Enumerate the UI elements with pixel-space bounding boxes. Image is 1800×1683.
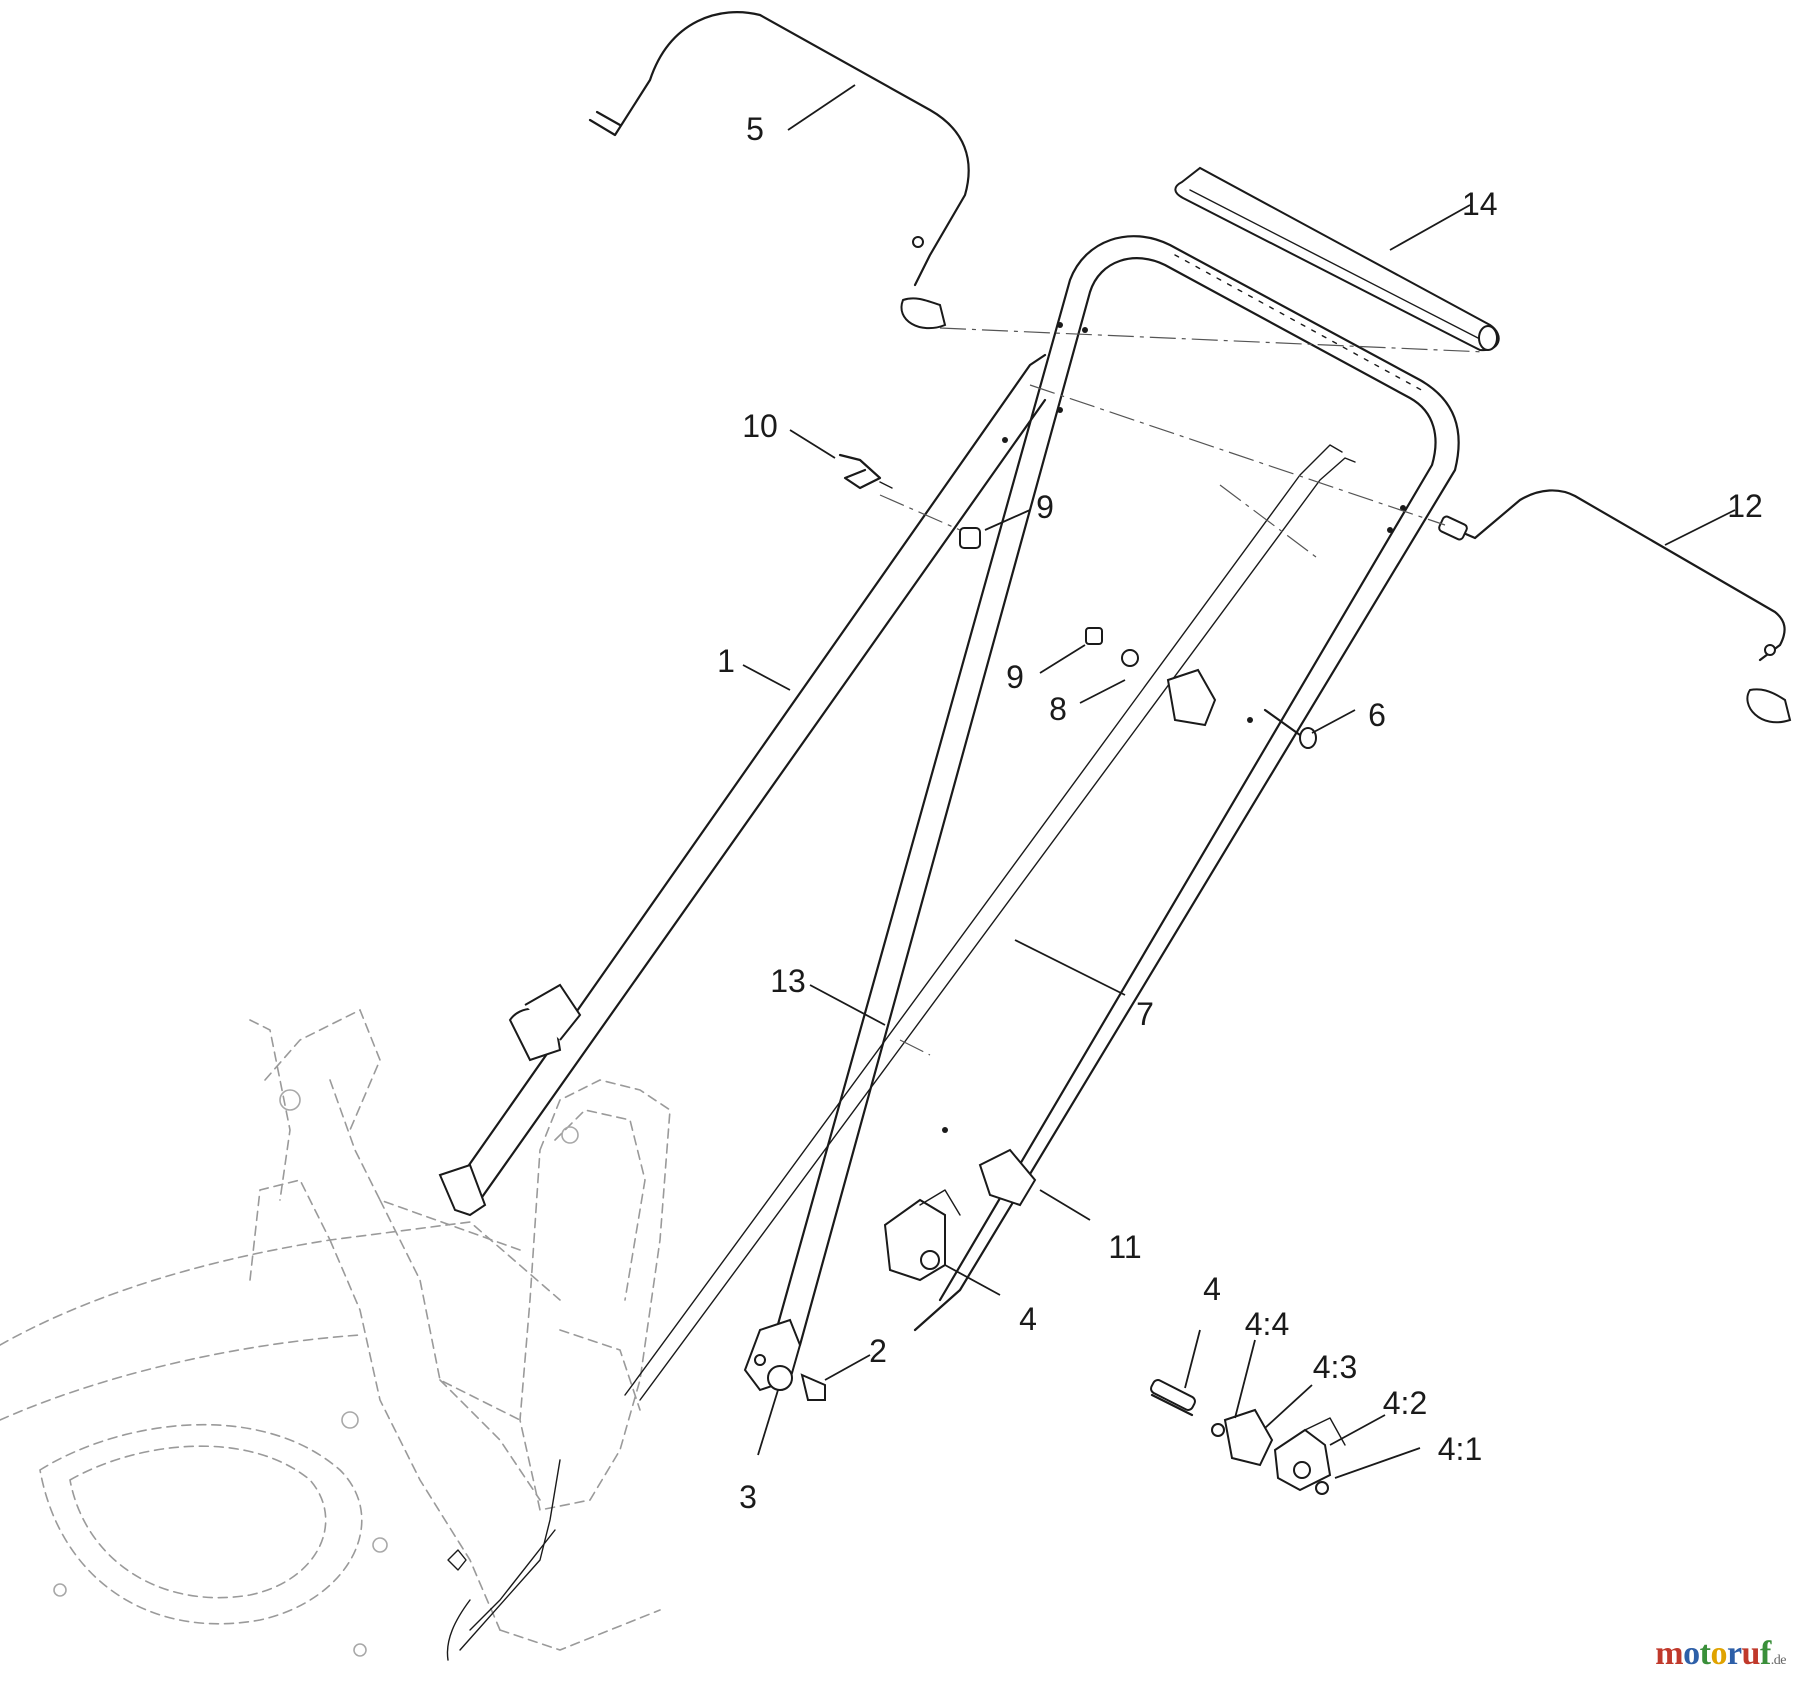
motoruf-watermark-logo: motoruf.de <box>1655 1635 1786 1673</box>
callout-3: 3 <box>739 1479 757 1515</box>
part-14-handle-grip <box>1174 166 1500 352</box>
part-1-lower-handle <box>438 322 1063 1217</box>
part-9-nut-upper <box>959 527 981 549</box>
part-cable-clip <box>1166 668 1217 727</box>
callout-4-1: 4:1 <box>1438 1431 1482 1467</box>
callout-14: 14 <box>1462 186 1498 222</box>
callout-9-lower: 9 <box>1006 659 1024 695</box>
watermark-letter: m <box>1655 1635 1684 1672</box>
part-11-clip <box>978 1148 1037 1207</box>
part-9-nut-lower <box>1085 627 1103 645</box>
part-8-washer <box>1121 649 1139 667</box>
watermark-letter: f <box>1759 1635 1771 1672</box>
callout-1: 1 <box>717 643 735 679</box>
callout-4-3: 4:3 <box>1313 1349 1357 1385</box>
callout-6: 6 <box>1368 697 1386 733</box>
handle-mount-bracket <box>446 1079 671 1661</box>
callout-4-2: 4:2 <box>1383 1385 1427 1421</box>
part-13-control-cable <box>469 444 1356 1631</box>
part-5-bail-left <box>588 11 970 330</box>
callout-labels: 5 14 10 9 12 1 9 8 6 13 7 11 4 2 3 4 4:4… <box>717 111 1763 1515</box>
part-12-bail-right <box>1438 489 1792 724</box>
part-7-upper-handle <box>743 235 1460 1392</box>
part-3-washer <box>767 1365 793 1391</box>
watermark-letter: t <box>1699 1635 1711 1672</box>
alignment-phantom-lines <box>879 327 1486 1056</box>
callout-4-exploded: 4 <box>1203 1271 1221 1307</box>
callout-2: 2 <box>869 1333 887 1369</box>
mower-deck-housing <box>0 1008 661 1657</box>
watermark-letter: u <box>1741 1635 1761 1672</box>
callout-5: 5 <box>746 111 764 147</box>
callout-9-upper: 9 <box>1036 489 1054 525</box>
watermark-letter: r <box>1726 1635 1742 1672</box>
callout-10: 10 <box>742 408 778 444</box>
watermark-letter: o <box>1683 1635 1700 1672</box>
callout-4-assembled: 4 <box>1019 1301 1037 1337</box>
callout-8: 8 <box>1049 691 1067 727</box>
part-2-bolt <box>800 1373 826 1401</box>
watermark-tld: .de <box>1770 1653 1787 1668</box>
callout-13: 13 <box>770 963 806 999</box>
callout-7: 7 <box>1136 996 1154 1032</box>
part-10-hairpin <box>838 453 893 490</box>
leader-lines <box>742 84 1736 1479</box>
callout-4-4: 4:4 <box>1245 1306 1289 1342</box>
part-4-knob-exploded <box>1150 1379 1346 1495</box>
callout-11: 11 <box>1108 1229 1141 1265</box>
callout-12: 12 <box>1727 488 1763 524</box>
watermark-letter: o <box>1710 1635 1727 1672</box>
